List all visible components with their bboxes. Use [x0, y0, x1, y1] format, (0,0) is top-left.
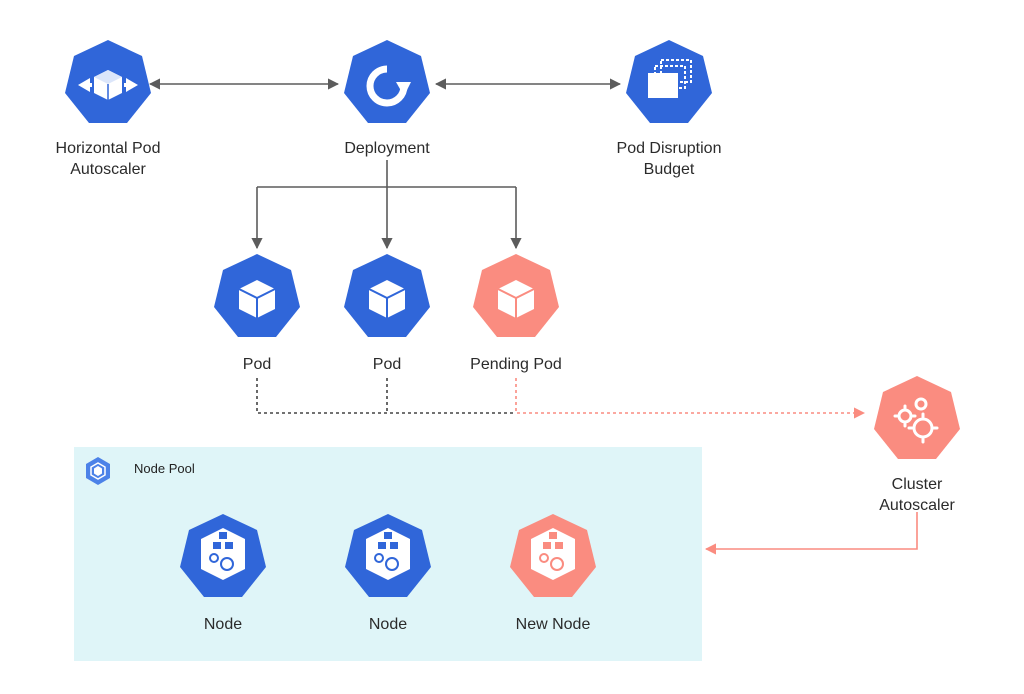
deployment-label: Deployment: [344, 140, 430, 157]
cluster-autoscaler-label-line2: Autoscaler: [879, 497, 955, 514]
node-1: Node: [163, 510, 283, 635]
autoscaler-nodepool-connector: [704, 512, 918, 555]
cube-icon: [344, 254, 430, 337]
pending-pod-node: Pending Pod: [456, 250, 576, 375]
pod-node-1: Pod: [197, 250, 317, 375]
node-pool-icon: [86, 457, 110, 485]
stacked-pages-icon: [626, 40, 712, 123]
cluster-autoscaler-label: Cluster Autoscaler: [857, 474, 977, 516]
hpa-node: Horizontal Pod Autoscaler: [48, 36, 168, 180]
hpa-label-line1: Horizontal Pod: [55, 140, 161, 157]
deployment-node: Deployment: [327, 36, 447, 159]
pdb-node: Pod Disruption Budget: [609, 36, 729, 180]
pod-node-2: Pod: [327, 250, 447, 375]
deployment-pod-tree: [257, 160, 516, 188]
new-node: New Node: [493, 510, 613, 635]
pdb-label-line1: Pod Disruption: [616, 140, 722, 157]
pod-2-label: Pod: [372, 356, 402, 373]
cluster-autoscaler-label-line1: Cluster: [891, 476, 943, 493]
gears-icon: [874, 376, 960, 459]
pdb-label-line2: Budget: [643, 161, 695, 178]
node-icon: [345, 514, 431, 597]
pods-autoscaler-dashed-connector: [256, 378, 516, 414]
node-pool-title: Node Pool: [134, 461, 195, 476]
new-node-label: New Node: [515, 616, 591, 633]
pending-pod-autoscaler-dashed-connector: [515, 378, 866, 419]
cluster-autoscaler-node: Cluster Autoscaler: [857, 372, 977, 516]
cube-icon: [214, 254, 300, 337]
resize-box-icon: [65, 40, 151, 123]
node-icon: [180, 514, 266, 597]
node-2-label: Node: [368, 616, 408, 633]
node-icon: [510, 514, 596, 597]
cube-icon: [473, 254, 559, 337]
node-2: Node: [328, 510, 448, 635]
hpa-label-line2: Autoscaler: [70, 161, 146, 178]
rotate-icon: [344, 40, 430, 123]
pdb-label: Pod Disruption Budget: [609, 138, 729, 180]
node-1-label: Node: [203, 616, 243, 633]
pod-1-label: Pod: [242, 356, 272, 373]
hpa-label: Horizontal Pod Autoscaler: [48, 138, 168, 180]
pending-pod-label: Pending Pod: [470, 356, 562, 373]
